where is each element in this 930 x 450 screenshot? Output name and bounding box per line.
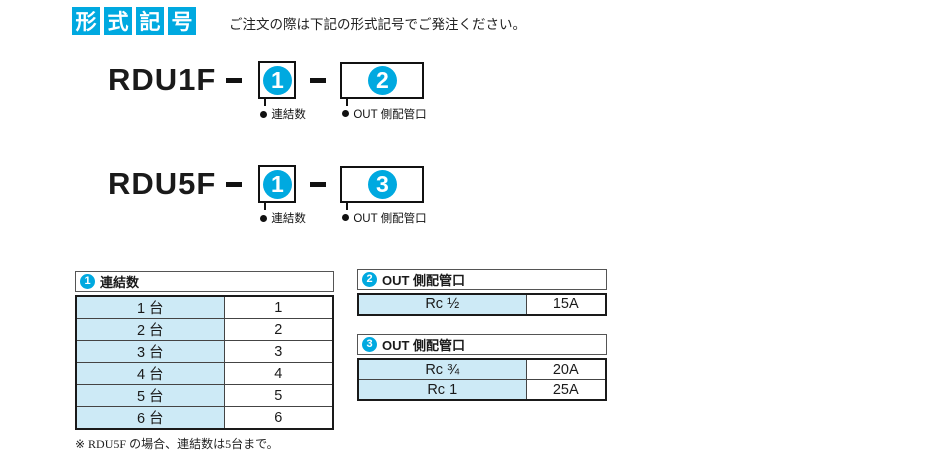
code-slot-2: 2 OUT 側配管口 (340, 61, 427, 121)
bullet-icon (342, 214, 350, 221)
code-slot-1: 1 連結数 (258, 61, 306, 121)
table-row: Rc ¾ 20A (357, 358, 607, 380)
table-row: Rc 1 25A (357, 379, 607, 401)
leader-line (264, 201, 266, 210)
table-out-port-3: 3 OUT 側配管口 Rc ¾ 20A Rc 1 25A (357, 334, 607, 401)
option-cell: 1 台 (75, 295, 225, 319)
section-title: 形 式 記 号 (72, 7, 196, 35)
slot-callout: 連結数 (260, 106, 306, 122)
table-row: 2 台 2 (75, 318, 334, 341)
title-char-tile: 記 (136, 7, 164, 35)
table-renketsu: 1 連結数 1 台 1 2 台 2 3 台 3 4 台 4 (75, 271, 334, 450)
circled-number: 1 (262, 65, 292, 95)
slot-label: 連結数 (271, 213, 306, 225)
table-row: 1 台 1 (75, 295, 334, 319)
code-cell: 20A (525, 358, 607, 380)
option-cell: 2 台 (75, 318, 225, 341)
circled-number: 3 (362, 337, 377, 352)
out2-table: Rc ½ 15A (357, 293, 607, 316)
circled-number: 1 (262, 169, 292, 199)
slot-label: 連結数 (271, 109, 306, 121)
bullet-icon (260, 110, 268, 118)
table-row: 4 台 4 (75, 362, 334, 385)
order-instruction-text: ご注文の際は下記の形式記号でご発注ください。 (229, 17, 526, 32)
option-cell: Rc ½ (357, 293, 527, 315)
table-out2-header: 2 OUT 側配管口 (357, 269, 607, 290)
renketsu-table: 1 台 1 2 台 2 3 台 3 4 台 4 5 台 5 (75, 295, 334, 430)
leader-line (264, 97, 266, 106)
circled-number: 2 (367, 65, 397, 95)
bullet-icon (260, 214, 268, 222)
model-code-diagram-rdu1f: RDU1F 1 連結数 2 OUT 側配管口 (108, 61, 427, 121)
dash (310, 77, 327, 83)
table-out-port-2: 2 OUT 側配管口 Rc ½ 15A (357, 269, 607, 316)
circled-number: 1 (80, 274, 95, 289)
code-cell: 1 (223, 295, 334, 319)
table-out3-header: 3 OUT 側配管口 (357, 334, 607, 355)
leader-line (346, 96, 348, 106)
code-cell: 15A (525, 293, 607, 315)
option-cell: 4 台 (75, 362, 225, 385)
option-cell: 6 台 (75, 406, 225, 430)
title-char-tile: 号 (168, 7, 196, 35)
code-cell: 25A (525, 379, 607, 401)
out3-table: Rc ¾ 20A Rc 1 25A (357, 358, 607, 401)
table-renketsu-header: 1 連結数 (75, 271, 334, 292)
footnote-text: ※ RDU5F の場合、連結数は5台まで。 (75, 437, 279, 450)
dash (226, 77, 243, 83)
title-char-tile: 形 (72, 7, 100, 35)
circled-number: 3 (367, 169, 397, 199)
code-cell: 4 (223, 362, 334, 385)
table-title: OUT 側配管口 (382, 273, 466, 288)
code-cell: 3 (223, 340, 334, 363)
table-row: 6 台 6 (75, 406, 334, 430)
dash (310, 181, 327, 187)
model-code-diagram-rdu5f: RDU5F 1 連結数 3 OUT 側配管口 (108, 165, 427, 225)
code-cell: 6 (223, 406, 334, 430)
slot-label: OUT 側配管口 (353, 108, 427, 121)
option-cell: Rc 1 (357, 379, 527, 401)
table-title: OUT 側配管口 (382, 338, 466, 353)
leader-line (346, 200, 348, 210)
code-slot-3: 3 OUT 側配管口 (340, 165, 427, 225)
slot-callout: OUT 側配管口 (342, 106, 427, 122)
option-cell: 5 台 (75, 384, 225, 407)
code-cell: 2 (223, 318, 334, 341)
slot-callout: 連結数 (260, 210, 306, 226)
table-title: 連結数 (100, 275, 140, 290)
table-row: Rc ½ 15A (357, 293, 607, 315)
slot-callout: OUT 側配管口 (342, 210, 427, 226)
dash (226, 181, 243, 187)
option-cell: Rc ¾ (357, 358, 527, 380)
code-cell: 5 (223, 384, 334, 407)
circled-number: 2 (362, 272, 377, 287)
option-cell: 3 台 (75, 340, 225, 363)
model-name: RDU1F (108, 62, 217, 97)
table-row: 5 台 5 (75, 384, 334, 407)
table-row: 3 台 3 (75, 340, 334, 363)
bullet-icon (342, 110, 350, 117)
model-name: RDU5F (108, 166, 217, 201)
slot-label: OUT 側配管口 (353, 212, 427, 225)
title-char-tile: 式 (104, 7, 132, 35)
code-slot-1: 1 連結数 (258, 165, 306, 225)
